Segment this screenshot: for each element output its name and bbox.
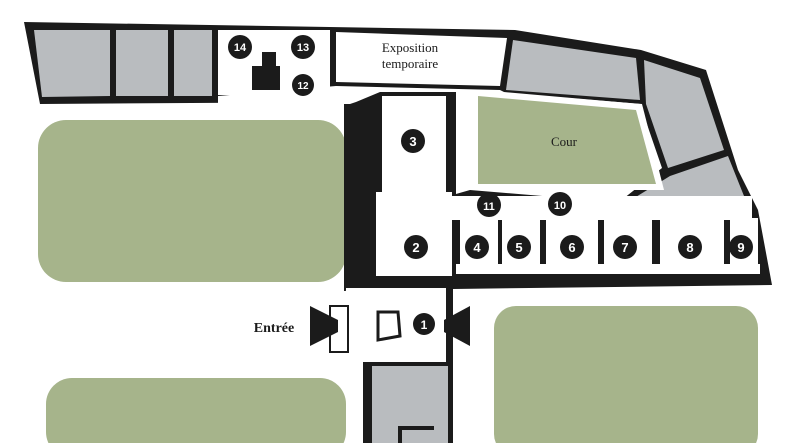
room-marker-14: 14 xyxy=(228,35,252,59)
exposition-temporaire-room xyxy=(336,32,507,86)
gallery-northeast-1 xyxy=(506,40,640,100)
corridor-left-link xyxy=(218,96,348,104)
exposition-label-line2: temporaire xyxy=(382,56,439,71)
room-marker-10: 10 xyxy=(548,192,572,216)
room-number-3: 3 xyxy=(409,134,416,149)
courtyard xyxy=(478,96,656,184)
room-number-7: 7 xyxy=(621,240,628,255)
entrance-markers xyxy=(310,305,470,353)
stair-block xyxy=(252,66,280,90)
room-number-6: 6 xyxy=(568,240,575,255)
spine-connector xyxy=(394,190,420,200)
room-marker-1: 1 xyxy=(413,313,435,335)
south-stair xyxy=(398,426,434,430)
building-interior xyxy=(34,30,760,443)
courtyard-label: Cour xyxy=(551,134,578,149)
room-number-14: 14 xyxy=(234,42,247,54)
room-marker-5: 5 xyxy=(507,235,531,259)
room-number-11: 11 xyxy=(483,201,495,213)
south-stair-post xyxy=(398,426,402,443)
exposition-label-line1: Exposition xyxy=(382,40,439,55)
room-number-13: 13 xyxy=(297,42,309,54)
room-marker-8: 8 xyxy=(678,235,702,259)
gallery-north-2 xyxy=(116,30,168,96)
entrance-niche xyxy=(376,310,402,342)
garden-southwest xyxy=(46,378,346,443)
entrance-door-box xyxy=(329,305,349,353)
room-number-9: 9 xyxy=(737,240,744,255)
room-marker-12: 12 xyxy=(292,74,314,96)
room-number-2: 2 xyxy=(412,240,419,255)
room-number-4: 4 xyxy=(473,240,481,255)
room-marker-13: 13 xyxy=(291,35,315,59)
entrance-arrow-right xyxy=(444,306,470,346)
gallery-north-1 xyxy=(34,30,110,97)
room-marker-3: 3 xyxy=(401,129,425,153)
room-marker-6: 6 xyxy=(560,235,584,259)
room-marker-2: 2 xyxy=(404,235,428,259)
garden-west xyxy=(38,120,346,282)
room-number-1: 1 xyxy=(421,318,428,332)
room-number-5: 5 xyxy=(515,240,522,255)
entrance-label: Entrée xyxy=(254,321,294,336)
room-number-12: 12 xyxy=(297,81,309,92)
room-number-8: 8 xyxy=(686,240,693,255)
garden-southeast xyxy=(494,306,758,443)
gallery-north-3 xyxy=(174,30,212,96)
room-marker-9: 9 xyxy=(729,235,753,259)
entrance-arrow-left xyxy=(310,306,338,346)
stair-block-top xyxy=(262,52,276,68)
gallery-south xyxy=(372,366,448,443)
room-strip-floor xyxy=(456,264,760,274)
central-spine xyxy=(376,192,452,276)
room-marker-4: 4 xyxy=(465,235,489,259)
gallery-northeast-2 xyxy=(644,60,724,168)
room-marker-7: 7 xyxy=(613,235,637,259)
room-marker-11: 11 xyxy=(477,193,501,217)
room-number-10: 10 xyxy=(554,200,566,212)
